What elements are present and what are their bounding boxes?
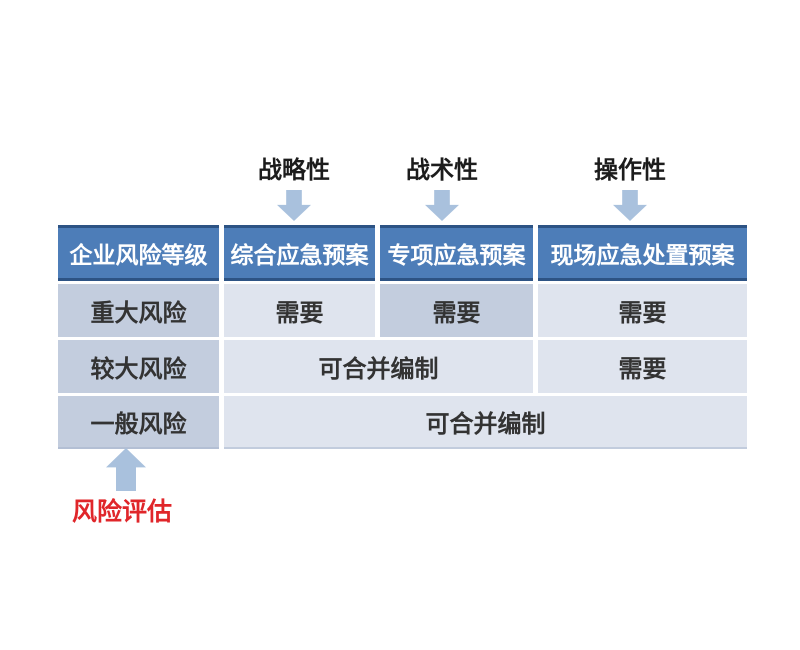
level-cell-major-risk: 重大风险 — [58, 284, 219, 337]
risk-assessment-label: 风险评估 — [72, 499, 173, 526]
cell-relatively-major-onsite: 需要 — [538, 340, 747, 393]
arrow-down-icon — [613, 190, 647, 221]
header-cell-comprehensive-plan: 综合应急预案 — [224, 225, 375, 281]
cell-major-onsite: 需要 — [538, 284, 747, 337]
tactical-label: 战术性 — [406, 158, 478, 184]
level-cell-relatively-major-risk: 较大风险 — [58, 340, 219, 393]
header-cell-onsite-plan: 现场应急处置预案 — [538, 225, 747, 281]
annotation-strategic: 战略性 — [224, 156, 364, 221]
header-cell-risk-level: 企业风险等级 — [58, 225, 219, 281]
level-cell-general-risk: 一般风险 — [58, 396, 219, 449]
cell-general-merged: 可合并编制 — [224, 396, 747, 449]
annotation-tactical: 战术性 — [372, 156, 512, 221]
arrow-down-icon — [425, 190, 459, 221]
emergency-plan-table: 企业风险等级 综合应急预案 专项应急预案 现场应急处置预案 重大风险 需要 需要… — [58, 225, 747, 449]
cell-relatively-major-merged: 可合并编制 — [224, 340, 533, 393]
cell-major-comprehensive: 需要 — [224, 284, 375, 337]
annotation-operational: 操作性 — [560, 156, 700, 221]
cell-major-special: 需要 — [380, 284, 533, 337]
header-cell-special-plan: 专项应急预案 — [380, 225, 533, 281]
strategic-label: 战略性 — [258, 158, 330, 184]
operational-label: 操作性 — [594, 158, 666, 184]
arrow-down-icon — [277, 190, 311, 221]
arrow-up-icon — [106, 448, 146, 491]
